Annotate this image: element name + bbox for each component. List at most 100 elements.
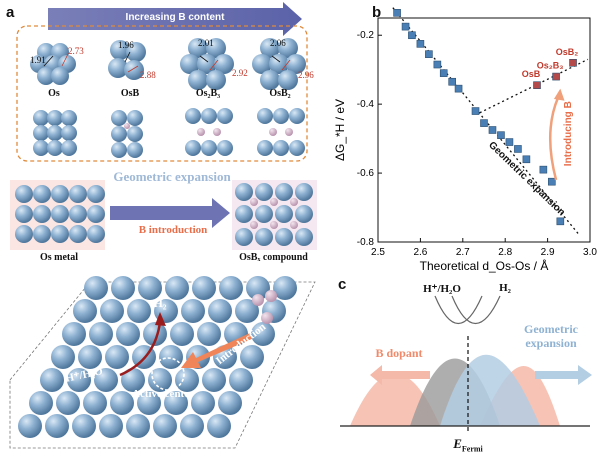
bond-osb-black: 1.96: [118, 40, 134, 50]
surface-atom: [191, 391, 215, 415]
data-point-metals: [488, 126, 497, 134]
surface-atom: [165, 276, 189, 300]
bond-os-red: 2.73: [68, 46, 84, 56]
introducing-b-arrowhead: [553, 88, 565, 101]
data-point-metals: [497, 131, 505, 139]
c-reactant-label: H⁺/H₂O: [423, 283, 461, 295]
surface-atom: [246, 276, 270, 300]
surface-atom: [235, 299, 259, 323]
os2b3-top-view: [180, 38, 234, 90]
data-point-metals: [439, 69, 448, 77]
x-tick-label: 2.7: [456, 247, 470, 258]
b-introduction-label: B introduction: [138, 224, 208, 236]
surface-atom: [45, 414, 69, 438]
osb2-side-view: [257, 108, 305, 156]
point-label: OsB₂: [556, 47, 579, 57]
surface-atom: [29, 391, 53, 415]
x-tick-label: 2.5: [371, 247, 385, 258]
panel-a-graphic: [9, 2, 317, 449]
bond-os-black: 1.91: [30, 55, 46, 65]
surface-atom: [148, 368, 172, 392]
os-top-view: [30, 43, 76, 85]
os-side-view: [33, 110, 77, 156]
osbx-compound-slab: [235, 183, 313, 246]
surface-atom: [251, 322, 275, 346]
bond-os2b3-black: 2.01: [198, 38, 214, 48]
data-point-borides: [569, 58, 577, 67]
data-point-metals: [505, 138, 514, 146]
surface-atom: [218, 391, 242, 415]
bond-osb-red: 2.88: [140, 70, 156, 80]
active-center-marker: [151, 357, 185, 391]
h2-evolution-arrow: [119, 321, 162, 377]
surface-atom: [121, 368, 145, 392]
panel-b-letter: b: [372, 4, 382, 21]
surface-atom: [83, 391, 107, 415]
data-point-metals: [416, 40, 425, 48]
data-point-borides: [533, 81, 541, 89]
point-label: OsB: [522, 69, 541, 79]
surface-atom: [72, 414, 96, 438]
fermi-sub: Fermi: [461, 444, 483, 454]
active-center-label: Active center: [132, 388, 194, 400]
surface-atom: [89, 322, 113, 346]
surface-atom: [40, 368, 64, 392]
surface-atom: [18, 414, 42, 438]
surface-atom: [67, 368, 91, 392]
data-point-metals: [393, 9, 401, 17]
plot-frame: [377, 17, 591, 243]
os-metal-label: Os metal: [39, 252, 79, 263]
c-fermi-label: EFermi: [448, 436, 488, 454]
surface-atom: [126, 414, 150, 438]
surface-outline: [9, 281, 316, 449]
surface-atom: [51, 345, 75, 369]
surface-atom: [116, 322, 140, 346]
data-point-metals: [556, 217, 565, 226]
surface-atom: [138, 276, 162, 300]
point-label: Os₂B₃: [537, 61, 564, 71]
surface-atom: [181, 299, 205, 323]
y-axis-label: ΔG_*H / eV: [333, 99, 347, 161]
surface-h2-label: H₂: [153, 296, 167, 310]
surface-atom: [175, 368, 199, 392]
surface-atom: [110, 391, 134, 415]
panel-a-letter: a: [6, 4, 15, 21]
panel-c-letter: c: [338, 276, 347, 293]
surface-atom: [219, 276, 243, 300]
y-tick-label: -0.8: [357, 237, 375, 248]
structure-os2b3-label: Os₂B₃: [195, 88, 221, 99]
surface-atom: [137, 391, 161, 415]
surface-atom: [111, 276, 135, 300]
x-tick-label: 2.6: [413, 247, 427, 258]
os-metal-slab: [15, 185, 105, 243]
reactant-parabola: [434, 295, 483, 325]
panel-c-diagram: [340, 295, 592, 434]
bond-os2b3-red: 2.92: [232, 68, 248, 78]
surface-atom: [240, 345, 264, 369]
data-point-metals: [514, 145, 522, 153]
structure-osb2-label: OsB₂: [269, 88, 291, 99]
x-tick-label: 3.0: [583, 247, 597, 258]
data-point-metals: [425, 50, 433, 58]
y-tick-label: -0.6: [357, 168, 375, 179]
surface-atom: [164, 391, 188, 415]
surface-atom: [94, 368, 118, 392]
introducing-b-arrow: [549, 96, 560, 181]
surface-atom: [143, 322, 167, 346]
data-point-metals: [408, 31, 416, 40]
os2b3-side-view: [185, 108, 233, 156]
data-point-metals: [454, 84, 463, 93]
data-point-metals: [448, 77, 456, 86]
c-b-dopant-label: B dopant: [375, 346, 423, 360]
introducing-b-annotation: Introducing B: [563, 101, 574, 166]
surface-atom: [99, 414, 123, 438]
structure-osb-label: OsB: [120, 88, 140, 99]
surface-atom: [84, 276, 108, 300]
surface-atom: [208, 299, 232, 323]
surface-atom: [56, 391, 80, 415]
c-geometric-label: Geometric expansion: [524, 322, 578, 350]
surface-atom: [180, 414, 204, 438]
surface-atom: [73, 299, 97, 323]
x-tick-label: 2.8: [498, 247, 512, 258]
